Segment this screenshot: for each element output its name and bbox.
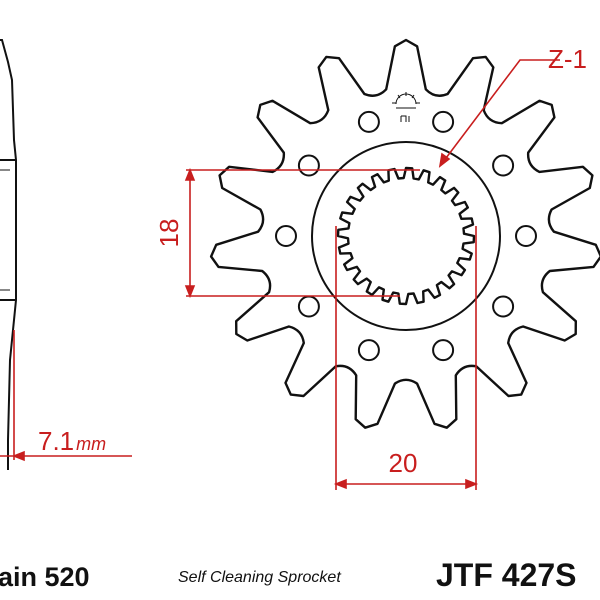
sprocket-front-view	[209, 38, 600, 429]
bolt-hole	[515, 225, 537, 247]
sprocket-outline	[209, 38, 600, 429]
bolt-hole	[492, 295, 515, 318]
dimension-thickness	[0, 330, 132, 462]
side-profile-view	[0, 39, 17, 470]
brand-logo	[392, 92, 420, 122]
bolt-hole	[357, 339, 380, 362]
bolt-hole	[432, 110, 455, 133]
bolt-hole	[357, 110, 380, 133]
dimension-width	[333, 226, 479, 490]
bolt-hole	[492, 154, 515, 177]
bolt-hole	[297, 154, 320, 177]
chain-caption: ain 520	[0, 562, 90, 592]
type-caption: Self Cleaning Sprocket	[178, 569, 341, 586]
thickness-unit: mm	[76, 434, 106, 454]
width-label: 20	[389, 448, 418, 478]
height-label: 18	[154, 219, 184, 248]
thickness-value: 7.1	[38, 426, 74, 456]
spline-bore	[336, 166, 476, 306]
hub-ring	[311, 141, 501, 331]
bolt-hole	[297, 295, 320, 318]
bolt-hole	[432, 339, 455, 362]
dimension-height	[184, 167, 420, 299]
teeth-label: Z-1	[548, 44, 587, 74]
bolt-holes	[275, 110, 537, 362]
teeth-leader	[438, 59, 560, 168]
part-caption: JTF 427S	[436, 557, 577, 593]
bolt-hole	[275, 225, 297, 247]
